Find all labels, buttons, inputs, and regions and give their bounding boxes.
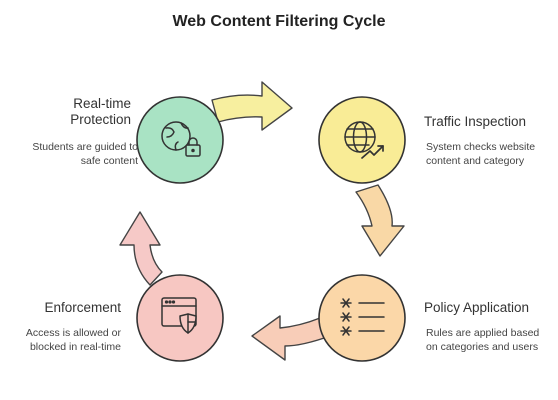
globe-lock-icon bbox=[161, 121, 201, 157]
policy-title: Policy Application bbox=[424, 300, 530, 315]
arrow-enforcement-to-protection bbox=[119, 211, 163, 286]
enforcement-title: Enforcement bbox=[44, 300, 121, 315]
stage-real-time-protection bbox=[136, 96, 224, 184]
protection-title-line2: Protection bbox=[70, 112, 131, 127]
inspection-title: Traffic Inspection bbox=[424, 114, 527, 129]
enforcement-description: Access is allowed or blocked in real-tim… bbox=[0, 326, 121, 354]
policy-desc-line2: on categories and users bbox=[426, 341, 539, 353]
policy-description: Rules are applied based on categories an… bbox=[426, 326, 558, 354]
asterisk-1 bbox=[340, 298, 352, 308]
rules-list-icon bbox=[340, 298, 385, 336]
enforcement-desc-line2: blocked in real-time bbox=[29, 341, 121, 353]
inspection-desc-line1: System checks website bbox=[426, 141, 536, 153]
inspection-desc-line2: content and category bbox=[426, 155, 525, 167]
browser-shield-icon bbox=[161, 297, 197, 334]
stage-traffic-inspection bbox=[318, 96, 406, 184]
arrow-protection-to-inspection bbox=[211, 81, 293, 131]
asterisk-2 bbox=[340, 312, 352, 322]
enforcement-desc-line1: Access is allowed or bbox=[25, 327, 121, 339]
protection-desc-line1: Students are guided to bbox=[32, 141, 138, 153]
arrow-application-to-enforcement bbox=[251, 315, 331, 361]
protection-description: Students are guided to safe content bbox=[8, 140, 138, 168]
diagram-title: Web Content Filtering Cycle bbox=[172, 13, 386, 30]
globe-trend-icon bbox=[344, 121, 384, 159]
protection-title: Real-time Protection bbox=[11, 96, 131, 128]
inspection-description: System checks website content and catego… bbox=[426, 140, 556, 168]
policy-desc-line1: Rules are applied based bbox=[426, 327, 540, 339]
stage-policy-application bbox=[318, 274, 406, 362]
protection-title-line1: Real-time bbox=[73, 96, 131, 111]
asterisk-3 bbox=[340, 326, 352, 336]
protection-desc-line2: safe content bbox=[80, 155, 138, 167]
arrow-inspection-to-application bbox=[355, 184, 405, 257]
